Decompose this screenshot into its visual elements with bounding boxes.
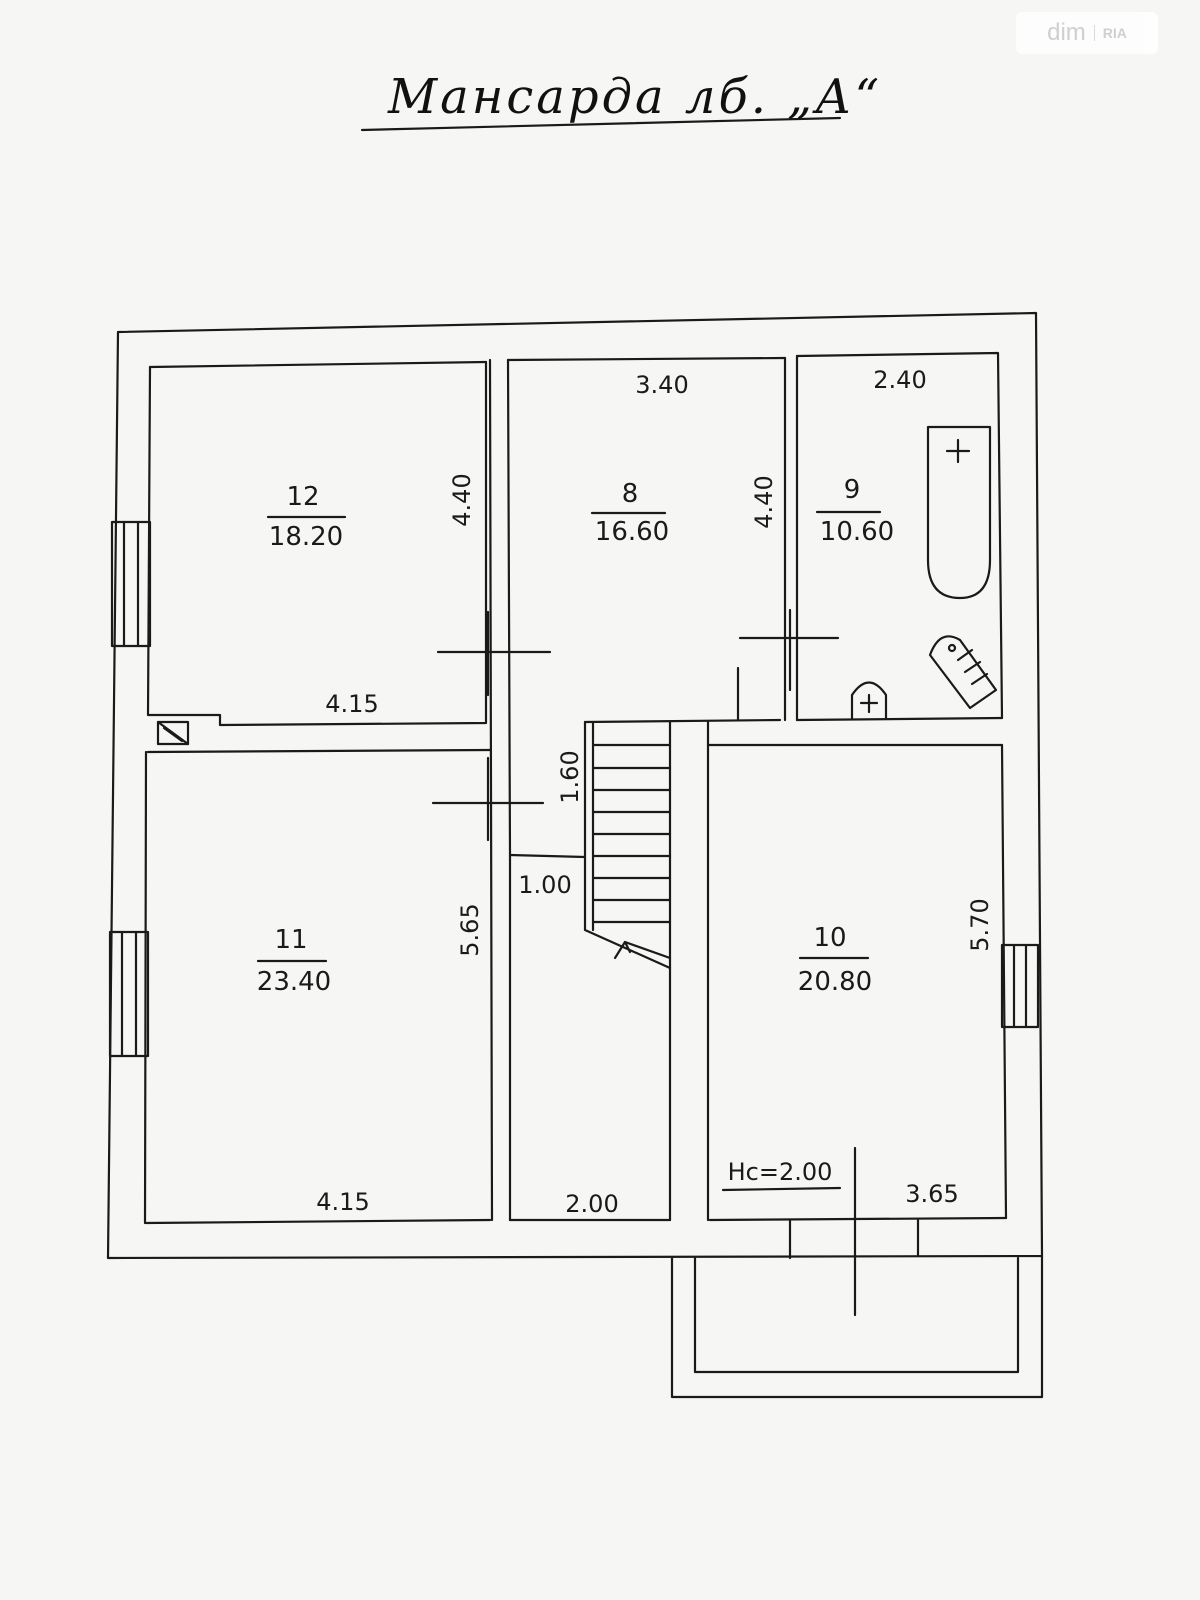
page-title: Мансарда лб. „А“ [387,69,882,125]
watermark-brand: dim [1047,19,1086,46]
room-8-number: 8 [622,479,639,509]
vent-box [156,720,190,746]
room-12-height-dim: 4.40 [448,473,476,526]
stair-length-dim: 1.60 [556,750,584,803]
room-11-number: 11 [274,925,307,955]
washbasin-icon [850,681,888,720]
room-11-area: 23.40 [257,967,331,997]
room-11-width-dim: 4.15 [316,1188,369,1216]
room-9-width-dim: 2.40 [873,366,926,394]
door-marks [431,608,920,1317]
room-9-area: 10.60 [820,517,894,547]
room-9-number: 9 [844,475,861,505]
area-fraction-bars [256,510,882,1192]
room-8-width-dim: 3.40 [635,371,688,399]
room-10-area: 20.80 [798,967,872,997]
interior-walls [143,354,1004,1225]
bathtub-icon [926,425,992,600]
watermark-sub: RIA [1093,25,1127,41]
outer-walls [106,311,1044,1260]
room-10-width-dim: 3.65 [905,1180,958,1208]
balcony [670,1254,1044,1399]
room-8-area: 16.60 [595,517,669,547]
room-11-height-dim: 5.65 [456,903,484,956]
room-10-height-dim: 5.70 [966,898,994,951]
room-10-number: 10 [813,923,846,953]
staircase [583,720,672,970]
room-8-height-dim: 4.40 [750,475,778,528]
watermark-logo: dim RIA [1016,12,1158,54]
title-underline [360,116,842,132]
room-12-area: 18.20 [269,522,343,552]
ceiling-height-label: Hc=2.00 [728,1158,833,1186]
room-12-number: 12 [286,482,319,512]
room-12-width-dim: 4.15 [325,690,378,718]
windows [108,520,1040,1058]
toilet-icon [928,635,998,710]
stair-width-dim: 1.00 [518,871,571,899]
hall-width-dim: 2.00 [565,1190,618,1218]
